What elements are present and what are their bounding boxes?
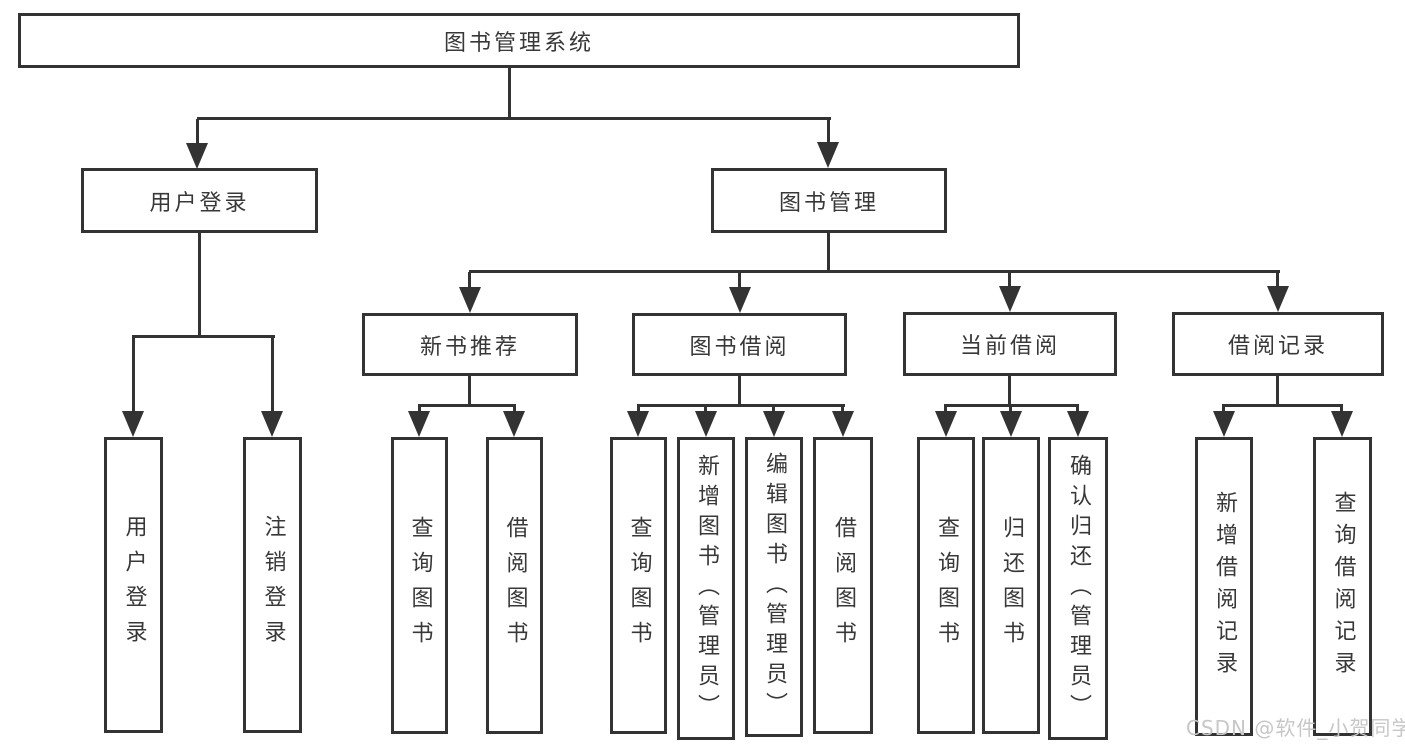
node-confirm-return-admin: 确认归还（管理员） bbox=[1048, 437, 1108, 740]
arrow-down-icon bbox=[832, 411, 854, 437]
node-label: 图书借阅 bbox=[689, 334, 790, 360]
connector-arrow-shaft bbox=[1076, 406, 1079, 413]
connector-arrow-shaft bbox=[841, 406, 844, 413]
node-label: 借阅记录 bbox=[1227, 334, 1328, 359]
connector-group3-horizontal bbox=[944, 404, 1079, 407]
node-borrow-books-borrowing: 借阅图书 bbox=[813, 437, 873, 734]
connector-arrow-shaft bbox=[196, 119, 199, 145]
node-label: 新书推荐 bbox=[419, 334, 520, 360]
arrow-down-icon bbox=[261, 411, 283, 437]
node-user-login-leaf: 用户登录 bbox=[104, 437, 163, 733]
arrow-down-icon bbox=[935, 411, 957, 437]
arrow-down-icon bbox=[763, 411, 785, 437]
csdn-watermark: CSDN @软件_小贺同学 bbox=[1186, 716, 1405, 740]
arrow-down-icon bbox=[729, 287, 751, 313]
node-query-books-recommend: 查询图书 bbox=[391, 437, 448, 734]
node-label: 查询借阅记录 bbox=[1330, 490, 1356, 683]
node-new-book-recommend: 新书推荐 bbox=[362, 313, 578, 376]
connector-group2-horizontal bbox=[637, 404, 845, 407]
connector-arrow-shaft bbox=[1340, 406, 1343, 413]
node-borrowing-records: 借阅记录 bbox=[1172, 312, 1384, 376]
node-query-books-borrowing: 查询图书 bbox=[610, 437, 667, 734]
node-current-borrowing: 当前借阅 bbox=[903, 312, 1117, 376]
connector-arrow-shaft bbox=[1008, 272, 1011, 288]
connector-root-stem bbox=[508, 66, 511, 119]
node-label: 借阅图书 bbox=[502, 515, 528, 656]
node-add-borrow-record: 新增借阅记录 bbox=[1195, 437, 1253, 736]
arrow-down-icon bbox=[122, 411, 144, 437]
node-add-books-admin: 新增图书（管理员） bbox=[677, 437, 735, 740]
node-user-login-branch: 用户登录 bbox=[81, 168, 318, 233]
connector-arrow-shaft bbox=[132, 337, 135, 412]
connector-group1-horizontal bbox=[418, 404, 516, 407]
connector-arrow-shaft bbox=[738, 272, 741, 288]
arrow-down-icon bbox=[186, 143, 208, 169]
node-book-borrowing: 图书借阅 bbox=[632, 313, 847, 376]
connector-arrow-shaft bbox=[1276, 272, 1279, 288]
arrow-down-icon bbox=[1213, 411, 1235, 437]
connector-arrow-shaft bbox=[827, 119, 830, 145]
arrow-down-icon bbox=[459, 287, 481, 313]
node-label: 图书管理 bbox=[778, 190, 879, 216]
node-query-borrow-record: 查询借阅记录 bbox=[1313, 437, 1372, 736]
node-label: 编辑图书（管理员） bbox=[762, 452, 787, 722]
connector-group2-stem bbox=[738, 376, 741, 406]
node-label: 查询图书 bbox=[626, 515, 652, 656]
connector-group4-stem bbox=[1276, 376, 1279, 406]
node-borrow-books-recommend: 借阅图书 bbox=[486, 437, 543, 734]
connector-arrow-shaft bbox=[418, 406, 421, 413]
connector-userlogin-stem bbox=[198, 233, 201, 337]
node-label: 图书管理系统 bbox=[443, 30, 594, 56]
connector-arrow-shaft bbox=[772, 406, 775, 413]
connector-bookmgmt-stem bbox=[827, 233, 830, 272]
node-label: 借阅图书 bbox=[831, 515, 856, 656]
arrow-down-icon bbox=[408, 411, 430, 437]
node-logout-leaf: 注销登录 bbox=[243, 437, 302, 733]
node-label: 归还图书 bbox=[999, 515, 1024, 656]
arrow-down-icon bbox=[999, 286, 1021, 312]
connector-arrow-shaft bbox=[637, 406, 640, 413]
connector-arrow-shaft bbox=[1222, 406, 1225, 413]
node-label: 用户登录 bbox=[121, 515, 147, 655]
node-label: 用户登录 bbox=[149, 190, 250, 216]
node-query-books-current: 查询图书 bbox=[917, 437, 975, 734]
node-book-management-branch: 图书管理 bbox=[711, 168, 947, 233]
connector-group4-horizontal bbox=[1222, 404, 1343, 407]
node-label: 确认归还（管理员） bbox=[1066, 453, 1091, 724]
node-label: 查询图书 bbox=[934, 515, 959, 656]
connector-userlogin-horizontal bbox=[132, 335, 275, 338]
connector-arrow-shaft bbox=[513, 406, 516, 413]
connector-arrow-shaft bbox=[704, 406, 707, 413]
connector-arrow-shaft bbox=[944, 406, 947, 413]
connector-arrow-shaft bbox=[271, 337, 274, 412]
node-return-books: 归还图书 bbox=[982, 437, 1040, 734]
node-edit-books-admin: 编辑图书（管理员） bbox=[745, 437, 803, 737]
connector-bookmgmt-horizontal bbox=[469, 270, 1280, 273]
connector-arrow-shaft bbox=[1009, 406, 1012, 413]
node-label: 注销登录 bbox=[260, 515, 286, 655]
node-label: 查询图书 bbox=[407, 515, 433, 656]
arrow-down-icon bbox=[1331, 411, 1353, 437]
connector-group1-stem bbox=[468, 376, 471, 406]
node-label: 新增图书（管理员） bbox=[694, 453, 719, 724]
arrow-down-icon bbox=[627, 411, 649, 437]
arrow-down-icon bbox=[1267, 286, 1289, 312]
node-label: 当前借阅 bbox=[959, 334, 1060, 359]
node-library-management-system: 图书管理系统 bbox=[18, 13, 1020, 68]
node-label: 新增借阅记录 bbox=[1212, 490, 1237, 683]
arrow-down-icon bbox=[1067, 411, 1089, 437]
arrow-down-icon bbox=[503, 411, 525, 437]
arrow-down-icon bbox=[817, 142, 839, 168]
arrow-down-icon bbox=[695, 411, 717, 437]
connector-arrow-shaft bbox=[468, 272, 471, 288]
arrow-down-icon bbox=[1000, 411, 1022, 437]
connector-root-horizontal bbox=[197, 117, 831, 120]
connector-group3-stem bbox=[1008, 376, 1011, 406]
